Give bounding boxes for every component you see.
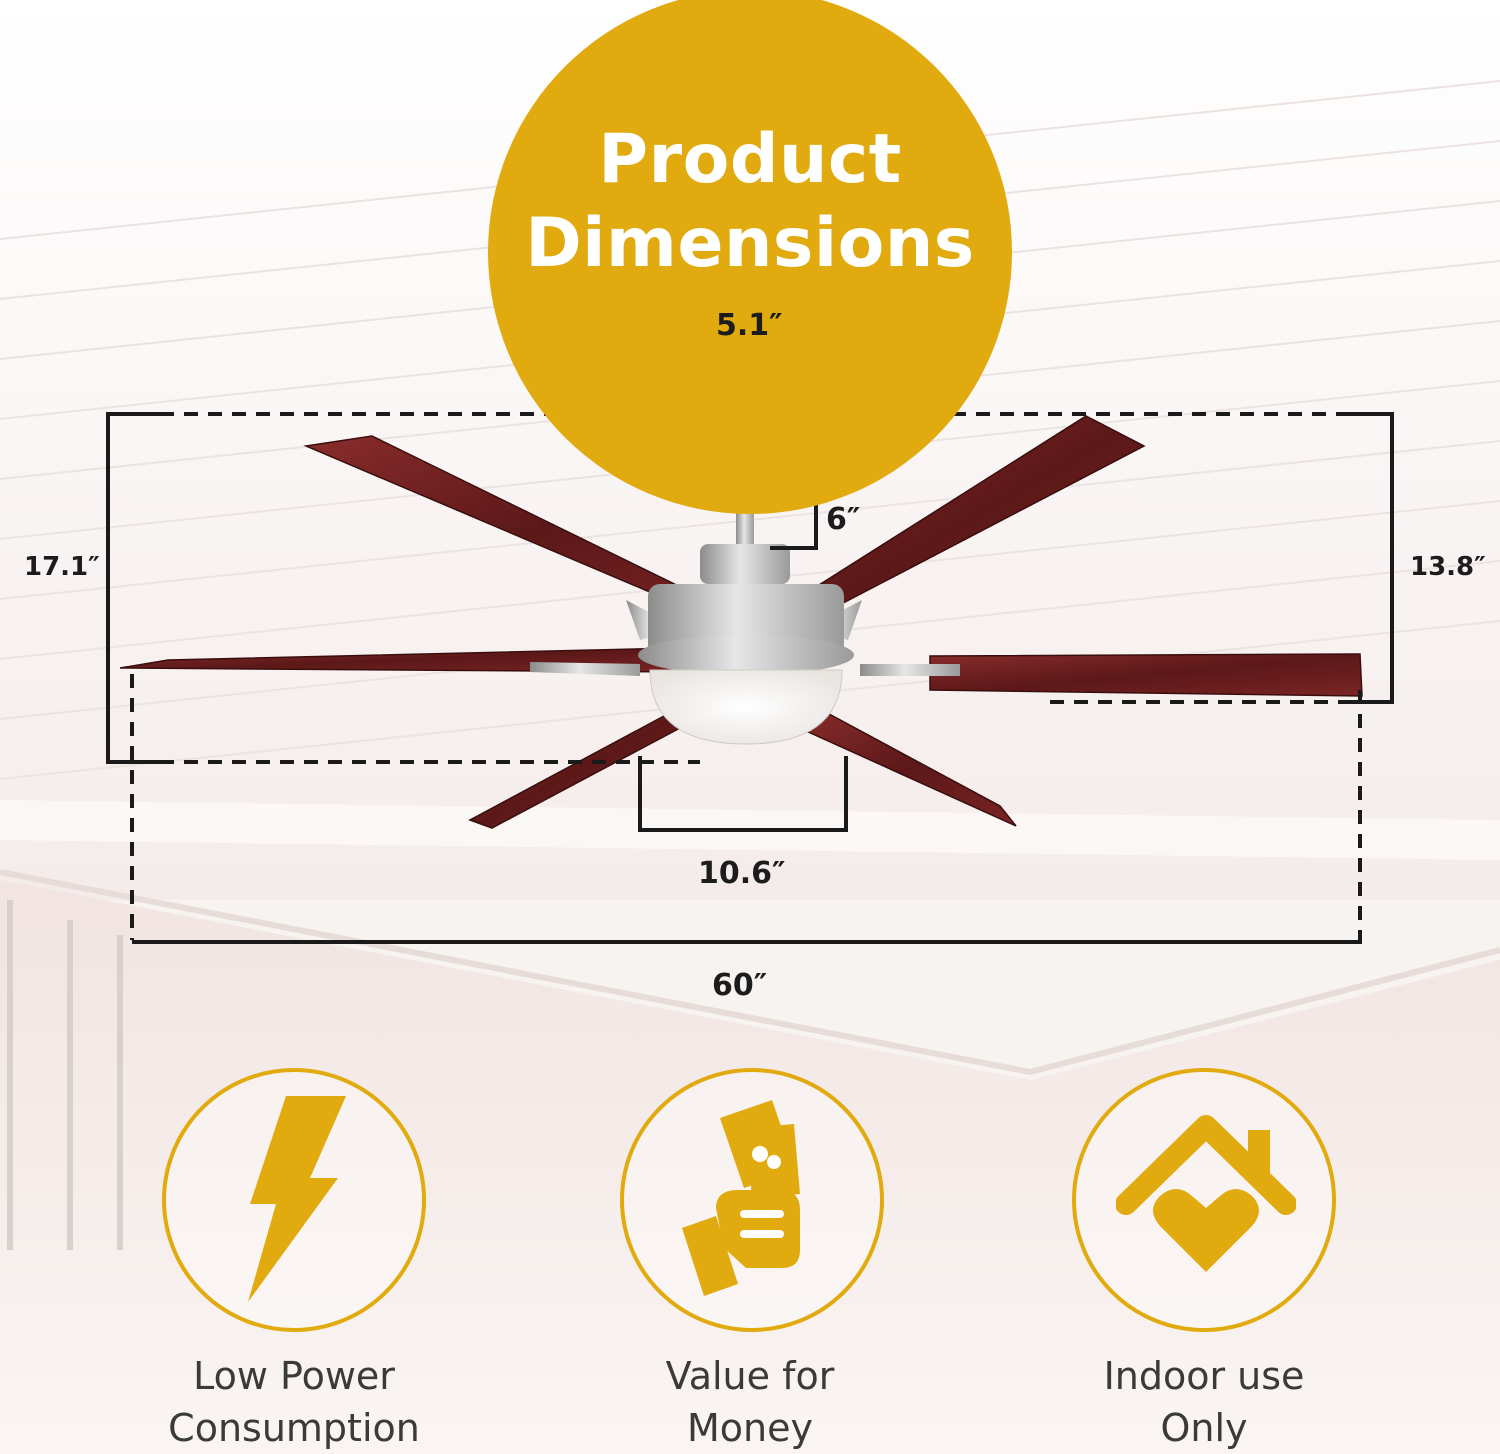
feature-low-power-line-1: Low Power <box>193 1354 395 1398</box>
feature-low-power-line-2: Consumption <box>168 1406 420 1450</box>
title-line-2: Dimensions <box>525 204 975 283</box>
feature-low-power-label: Low Power Consumption <box>124 1350 464 1454</box>
window-frame <box>7 900 123 1250</box>
house-heart-icon <box>1116 1115 1296 1272</box>
feature-value-line-2: Money <box>687 1406 813 1450</box>
feature-value-line-1: Value for <box>665 1354 835 1398</box>
total-height-label: 17.1″ <box>24 552 100 582</box>
money-hand-icon <box>682 1100 800 1296</box>
downrod-label: 6″ <box>826 502 861 537</box>
feature-indoor-line-2: Only <box>1160 1406 1248 1450</box>
span-label: 60″ <box>712 968 768 1003</box>
canopy-width-label: 5.1″ <box>716 308 783 343</box>
page-title: Product Dimensions <box>480 118 1020 286</box>
feature-value-label: Value for Money <box>580 1350 920 1454</box>
light-kit-label: 10.6″ <box>698 856 786 891</box>
title-line-1: Product <box>598 120 902 199</box>
blade-height-label: 13.8″ <box>1410 552 1486 582</box>
title-badge <box>488 0 1012 514</box>
lightning-bolt-icon <box>248 1096 346 1302</box>
fan-blades <box>119 415 1363 829</box>
feature-indoor-label: Indoor use Only <box>1034 1350 1374 1454</box>
feature-indoor-line-1: Indoor use <box>1103 1354 1305 1398</box>
